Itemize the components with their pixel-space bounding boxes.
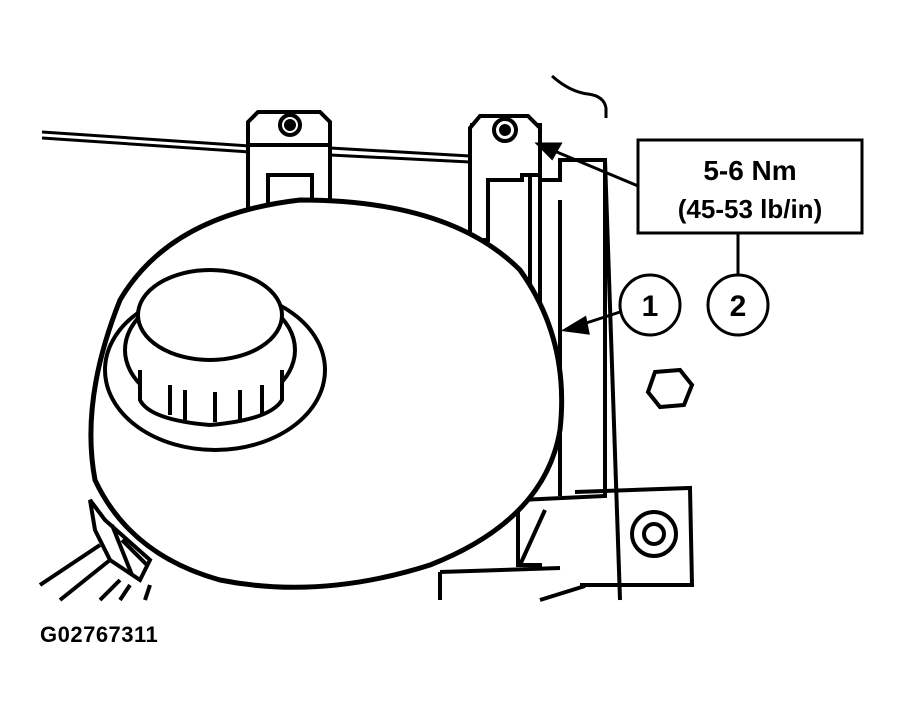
label-1-leader (560, 310, 621, 335)
torque-callout: 5-6 Nm (45-53 lb/in) (636, 138, 864, 235)
upper-bracket-tab (551, 74, 608, 118)
torque-leader (534, 142, 639, 188)
label-1-arrowhead (560, 315, 590, 335)
label-2: 2 (706, 273, 770, 337)
lower-bolt (630, 510, 678, 558)
label-1: 1 (618, 273, 682, 337)
torque-callout-box (636, 138, 864, 235)
torque-value-nm: 5-6 Nm (703, 155, 796, 186)
torque-arrowhead (534, 142, 563, 161)
mounting-bar (41, 130, 471, 164)
figure-id: G02767311 (40, 622, 159, 647)
lower-mount-block (438, 485, 695, 602)
hose-fitting (38, 498, 153, 602)
side-hole (645, 367, 695, 410)
reservoir-cap (103, 268, 327, 452)
torque-value-lbin: (45-53 lb/in) (678, 194, 822, 224)
label-2-text: 2 (730, 290, 747, 323)
label-1-text: 1 (642, 290, 659, 323)
